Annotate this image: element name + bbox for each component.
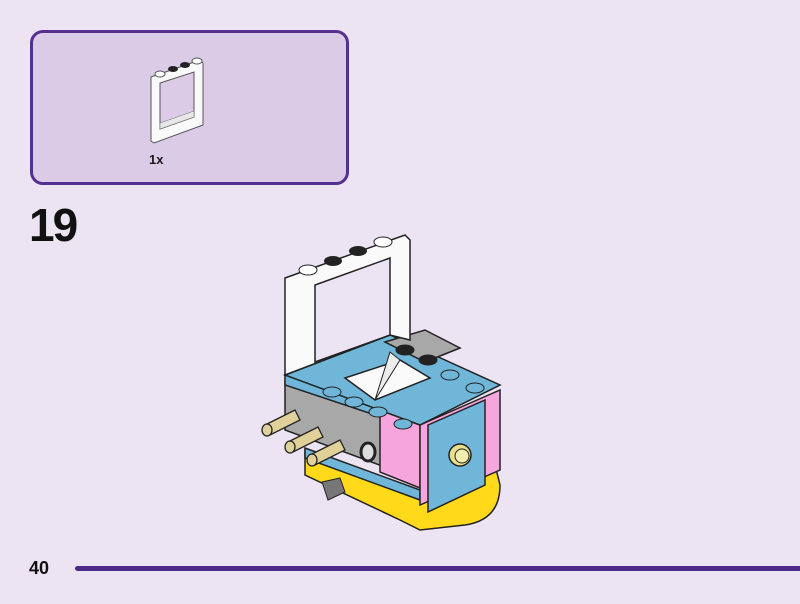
part-quantity: 1x — [149, 152, 164, 167]
assembly-illustration — [261, 234, 502, 531]
page-footer-bar — [75, 566, 800, 571]
parts-callout: 1x — [30, 30, 349, 185]
step-number: 19 — [29, 199, 78, 251]
grey-clip — [321, 477, 346, 501]
page-number: 40 — [29, 558, 50, 578]
window-frame-part-image — [150, 57, 204, 144]
yellow-base — [304, 448, 501, 531]
top-studs — [322, 344, 485, 430]
tan-pins — [261, 409, 346, 467]
grey-round-stud — [359, 441, 377, 463]
